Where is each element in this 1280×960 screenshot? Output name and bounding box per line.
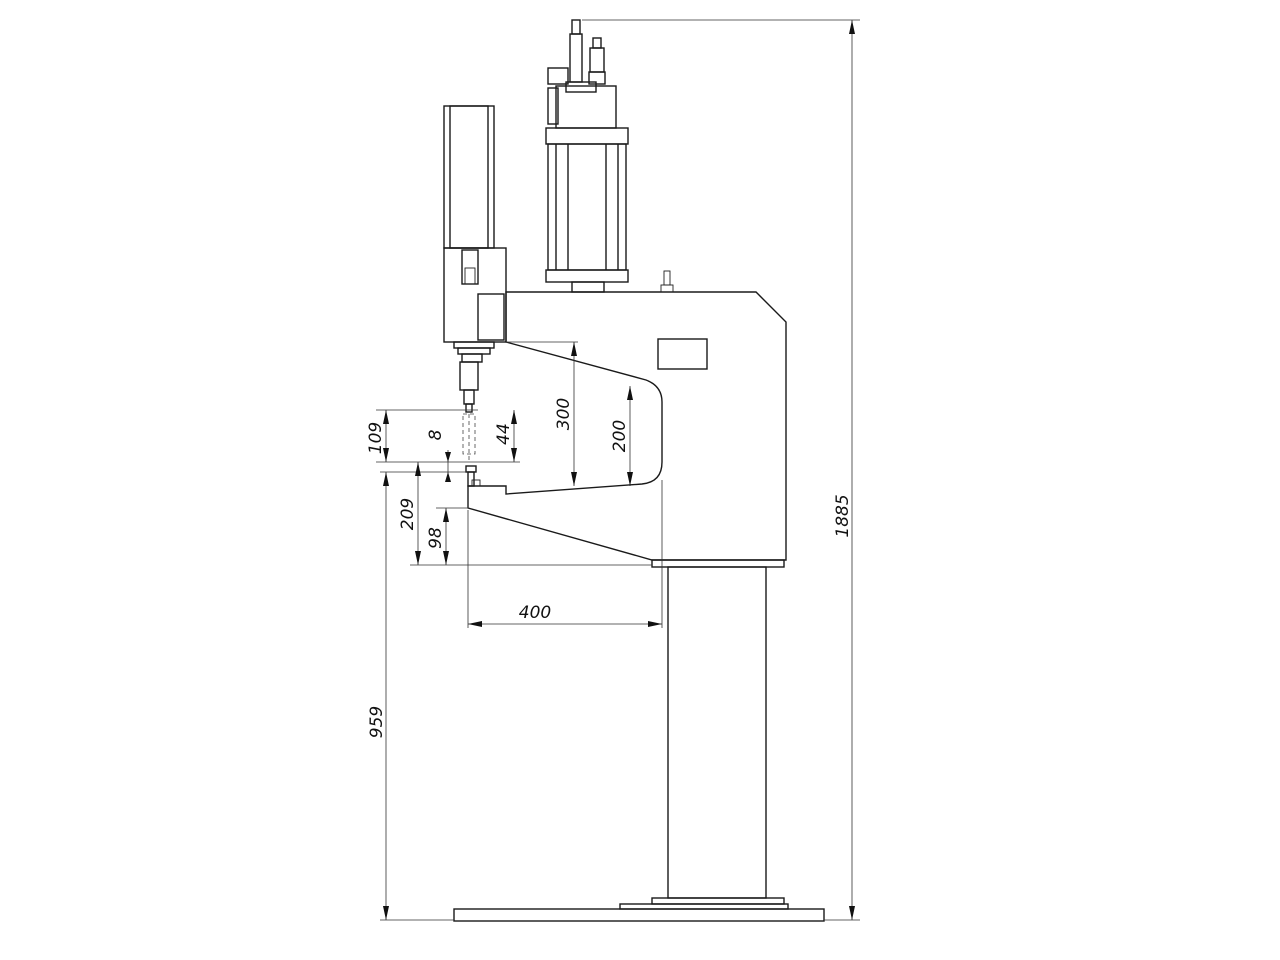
dim-209: 209 [398, 498, 418, 530]
dim-1885: 1885 [833, 494, 853, 537]
lower-electrode [465, 465, 481, 487]
dim-44: 44 [494, 423, 514, 445]
dim-98: 98 [426, 527, 446, 549]
dimension-lines [383, 20, 855, 920]
dimension-labels: 1885 959 400 300 200 109 8 44 209 98 [366, 398, 853, 738]
dim-300: 300 [554, 398, 574, 430]
control-panel-window [657, 338, 708, 370]
dim-8: 8 [426, 429, 446, 440]
base-plate [453, 897, 825, 922]
dim-400: 400 [519, 603, 551, 623]
dim-200: 200 [610, 420, 630, 452]
extension-lines [376, 19, 860, 921]
c-frame-body [467, 270, 787, 561]
support-column [651, 559, 785, 899]
dim-109: 109 [366, 422, 386, 454]
dim-959: 959 [367, 706, 387, 738]
upper-head-assembly [443, 105, 507, 462]
pneumatic-cylinder [545, 19, 629, 293]
